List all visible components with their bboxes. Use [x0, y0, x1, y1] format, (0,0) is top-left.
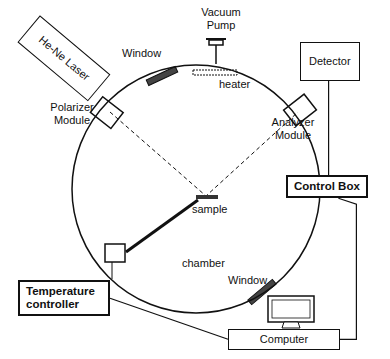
- monitor: [268, 296, 314, 322]
- window-label: Window: [122, 47, 161, 60]
- feedthrough-box: [105, 244, 125, 262]
- wire: [328, 81, 329, 175]
- analyzer-label: Analyzer Module: [268, 116, 318, 141]
- chamber-outline: [70, 63, 322, 315]
- heater-label: heater: [219, 78, 250, 91]
- chamber-circle: chamber: [70, 63, 322, 315]
- node-text: Detector: [309, 55, 351, 68]
- sample-label: sample: [192, 203, 227, 216]
- temperature-controller-box: Temperature controller: [18, 280, 110, 316]
- node-text: He-Ne Laser: [36, 33, 92, 83]
- wire: [338, 198, 356, 339]
- heater-element: [193, 70, 237, 75]
- pump-label: Vacuum Pump: [196, 6, 246, 31]
- polarizer-module: [90, 97, 123, 129]
- computer-box: Computer: [228, 329, 340, 350]
- sample-holder: [196, 195, 218, 199]
- node-text: Control Box: [294, 180, 360, 193]
- sample-rod: [126, 200, 198, 252]
- laser-box: He-Ne Laser: [18, 15, 111, 101]
- pump-valve-top: [206, 38, 226, 40]
- control-box: Control Box: [286, 175, 368, 198]
- node-text: Temperature controller: [26, 285, 102, 311]
- node-text: Computer: [235, 333, 333, 346]
- wire: [110, 298, 228, 339]
- laser-beam: [110, 112, 298, 196]
- thermo-wire: [112, 262, 113, 279]
- detector-box: Detector: [300, 42, 360, 81]
- polarizer-label: Polarizer Module: [46, 101, 98, 126]
- monitor-stand: [282, 322, 300, 328]
- monitor-screen: [272, 300, 310, 318]
- pump-neck: [215, 44, 217, 64]
- window-label: Window: [228, 274, 267, 287]
- node-text: chamber: [182, 257, 225, 269]
- pump-valve: [209, 40, 223, 45]
